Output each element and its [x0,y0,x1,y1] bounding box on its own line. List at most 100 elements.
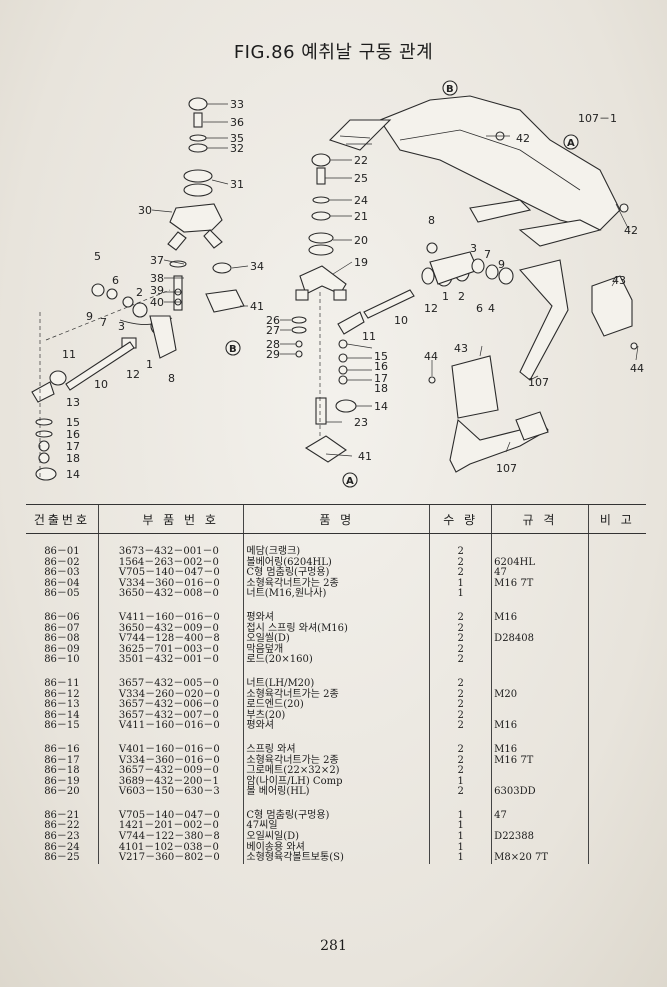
circle-letter: A [346,476,354,487]
cell-spec: 6204HL [491,557,589,569]
cell-ref-number: 86－16 [44,743,80,755]
callout: 22 [354,154,368,167]
callout: 7 [484,248,491,261]
cell-part-name: 베이송용 와셔 [243,842,430,854]
cell-part-name: 암(나이프/LH) Comp [243,776,430,788]
spacer-row [26,797,646,811]
cell-ref-number: 86－05 [44,588,80,600]
cell-remark [587,547,646,558]
cell-remark [587,589,646,600]
cell-remark [587,612,646,624]
cell-quantity: 2 [429,655,492,666]
circled-references: B A B A [225,80,579,488]
cell-part-number: V401－160－016－0 [97,744,244,756]
callout: 6 [476,302,483,315]
callout: 25 [354,172,368,185]
callout: 3 [470,242,477,255]
cell-spec [491,776,589,788]
callout: 41 [358,450,372,463]
cell-part-number: 3657－432－009－0 [97,765,244,777]
cell-part-number: 3650－432－009－0 [97,623,244,635]
cell-part-number: V334－360－016－0 [97,578,244,590]
callout: 107 [528,376,549,389]
cell-ref-number: 86－19 [44,775,80,787]
cell-part-name: 너트(M16,원나사) [243,589,430,600]
callout: 32 [230,142,244,155]
cell-part-name: 그로메트(22×32×2) [243,765,430,777]
col-header-part-number: 부 품 번 호 [97,504,244,534]
callout: 31 [230,178,244,191]
spacer-row [26,665,646,679]
cell-quantity: 2 [429,644,492,656]
cell-quantity: 2 [429,689,492,701]
cell-remark [587,766,646,777]
callout: 33 [230,98,244,111]
cell-quantity: 1 [429,831,492,843]
callout: 8 [168,372,175,385]
callout: 16 [66,428,80,441]
cell-part-name: 소형육각너트가는 2종 [243,578,430,590]
callout: 2 [136,286,143,299]
cell-spec [491,766,589,777]
page-number: 281 [320,938,347,954]
cell-part-number: V411－160－016－0 [97,612,244,624]
callout: 18 [374,382,388,395]
cell-ref-number: 86－21 [44,809,80,821]
cell-part-number: V217－360－802－0 [97,853,244,864]
callout: 44 [424,350,438,363]
callout: 13 [66,396,80,409]
callout: 36 [230,116,244,129]
callout: 23 [354,416,368,429]
callout: 24 [354,194,368,207]
spacer-row [26,599,646,613]
cell-quantity: 2 [429,710,492,722]
cell-spec [491,700,589,711]
cell-part-number: 3501－432－001－0 [97,655,244,666]
callout: 10 [394,314,408,327]
cell-spec [491,842,589,854]
callout: 44 [630,362,644,375]
callout: 15 [66,416,80,429]
lever-drawing [428,259,638,473]
callout: 9 [86,310,93,323]
cell-remark [587,710,646,722]
callout: 3 [118,320,125,333]
cell-part-name: 소형육각너트가는 2종 [243,689,430,701]
cell-part-name: 소형육각너트가는 2종 [243,755,430,767]
cell-part-name: 평와셔 [243,721,430,732]
cell-remark [587,776,646,788]
callout: 18 [66,452,80,465]
col-header-qty: 수 량 [429,504,492,534]
col-header-spec: 규 격 [491,504,589,534]
cell-ref-number: 86－07 [44,622,80,634]
cell-remark [587,810,646,822]
cell-ref-number: 86－13 [44,699,80,711]
cell-quantity: 1 [429,776,492,788]
callout: 34 [250,260,264,273]
cell-quantity: 2 [429,787,492,798]
cell-ref-number: 86－20 [44,786,80,798]
cell-ref-number: 86－01 [44,546,80,557]
cell-quantity: 2 [429,557,492,569]
cell-part-name: 너트(LH/M20) [243,678,430,690]
callout: 35 [230,132,244,145]
callout: 19 [354,256,368,269]
callout: 6 [112,274,119,287]
circle-letter: B [229,344,237,355]
callout: 11 [62,348,76,361]
callout: 38 [150,272,164,285]
cell-ref-number: 86－12 [44,688,80,700]
cell-ref-number: 86－10 [44,654,80,666]
cell-part-number: V603－150－630－3 [97,787,244,798]
cell-spec [491,678,589,690]
